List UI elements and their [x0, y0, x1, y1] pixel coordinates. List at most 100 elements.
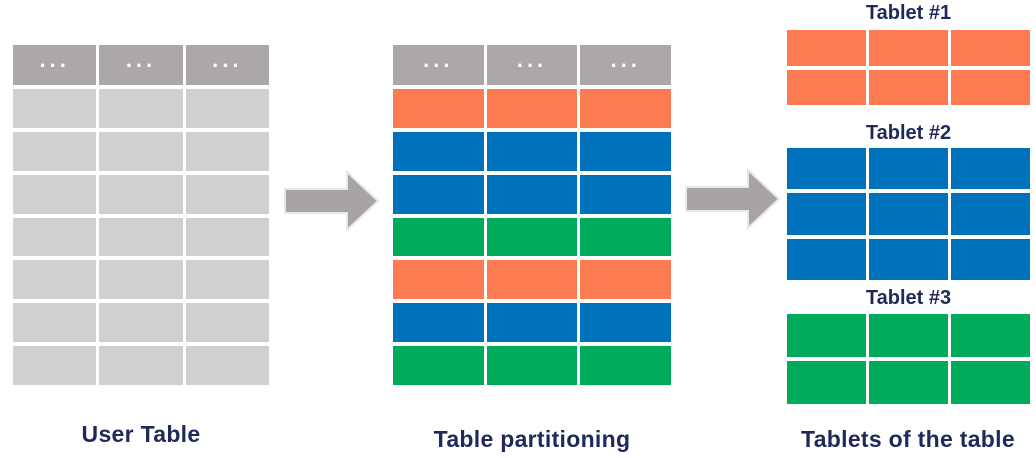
table-row — [13, 89, 269, 128]
table-cell — [580, 131, 672, 171]
table-row — [787, 148, 1030, 190]
partitioned-table: ......... — [393, 45, 672, 386]
table-row — [393, 174, 672, 214]
table-cell — [869, 30, 948, 66]
table-cell — [787, 314, 866, 357]
table-cell — [951, 314, 1030, 357]
tablet-3-table — [787, 314, 1030, 404]
table-cell — [13, 131, 97, 171]
table-cell — [787, 148, 866, 190]
table-cell — [486, 89, 578, 128]
table-cell — [951, 69, 1030, 105]
table-cell — [486, 217, 578, 257]
tablet-2-label: Tablet #2 — [865, 122, 952, 144]
table-cell — [13, 174, 97, 214]
partitioned-table-caption: Table partitioning — [433, 426, 631, 452]
table-row — [13, 260, 269, 300]
table-row — [787, 30, 1030, 66]
table-cell — [99, 260, 183, 300]
table-cell — [185, 260, 269, 300]
table-cell — [869, 193, 948, 235]
table-cell — [951, 193, 1030, 235]
right-arrow-icon — [685, 168, 781, 230]
table-row — [787, 314, 1030, 357]
table-cell — [486, 131, 578, 171]
table-cell — [393, 346, 484, 386]
table-cell — [185, 131, 269, 171]
table-cell — [787, 193, 866, 235]
table-cell — [99, 303, 183, 343]
table-cell — [13, 89, 97, 128]
table-cell — [185, 346, 269, 386]
user-table: ......... — [13, 45, 269, 386]
table-cell — [869, 69, 948, 105]
header-cell: ... — [486, 45, 578, 85]
table-row — [393, 260, 672, 300]
table-cell — [99, 346, 183, 386]
table-cell — [869, 361, 948, 404]
table-cell — [787, 69, 866, 105]
table-row — [393, 131, 672, 171]
tablet-1-label: Tablet #1 — [865, 2, 952, 24]
table-row — [13, 174, 269, 214]
table-cell — [486, 303, 578, 343]
tablet-2-table — [787, 148, 1030, 280]
header-cell: ... — [393, 45, 484, 85]
table-cell — [393, 303, 484, 343]
table-cell — [951, 238, 1030, 280]
table-cell — [99, 89, 183, 128]
table-cell — [393, 217, 484, 257]
user-table-caption: User Table — [81, 421, 201, 447]
table-row — [787, 361, 1030, 404]
table-cell — [13, 303, 97, 343]
header-cell: ... — [99, 45, 183, 85]
table-cell — [951, 30, 1030, 66]
table-cell — [486, 346, 578, 386]
header-cell: ... — [13, 45, 97, 85]
table-cell — [869, 314, 948, 357]
table-cell — [580, 174, 672, 214]
table-cell — [951, 361, 1030, 404]
table-row — [787, 238, 1030, 280]
table-cell — [185, 174, 269, 214]
table-cell — [580, 260, 672, 300]
table-cell — [787, 361, 866, 404]
right-arrow-shape — [685, 168, 781, 230]
right-arrow-icon — [284, 170, 380, 232]
table-row — [13, 303, 269, 343]
table-cell — [185, 217, 269, 257]
table-cell — [185, 89, 269, 128]
table-cell — [185, 303, 269, 343]
table-cell — [13, 346, 97, 386]
table-cell — [869, 238, 948, 280]
table-cell — [486, 174, 578, 214]
table-row — [393, 346, 672, 386]
table-cell — [13, 217, 97, 257]
header-cell: ... — [580, 45, 672, 85]
table-row — [393, 303, 672, 343]
table-cell — [787, 238, 866, 280]
table-cell — [486, 260, 578, 300]
table-cell — [13, 260, 97, 300]
table-cell — [580, 89, 672, 128]
table-cell — [951, 148, 1030, 190]
tablet-1-table — [787, 30, 1030, 105]
table-row — [787, 69, 1030, 105]
table-cell — [99, 174, 183, 214]
table-row — [787, 193, 1030, 235]
table-cell — [393, 131, 484, 171]
tablet-3-label: Tablet #3 — [865, 287, 952, 309]
table-cell — [99, 131, 183, 171]
table-row — [393, 89, 672, 128]
right-arrow-shape — [284, 170, 380, 232]
table-row — [13, 217, 269, 257]
tablets-caption: Tablets of the table — [801, 426, 1015, 452]
table-cell — [580, 346, 672, 386]
table-row — [13, 346, 269, 386]
table-cell — [393, 260, 484, 300]
table-row — [13, 131, 269, 171]
header-cell: ... — [185, 45, 269, 85]
table-cell — [580, 217, 672, 257]
table-cell — [787, 30, 866, 66]
table-row — [393, 217, 672, 257]
